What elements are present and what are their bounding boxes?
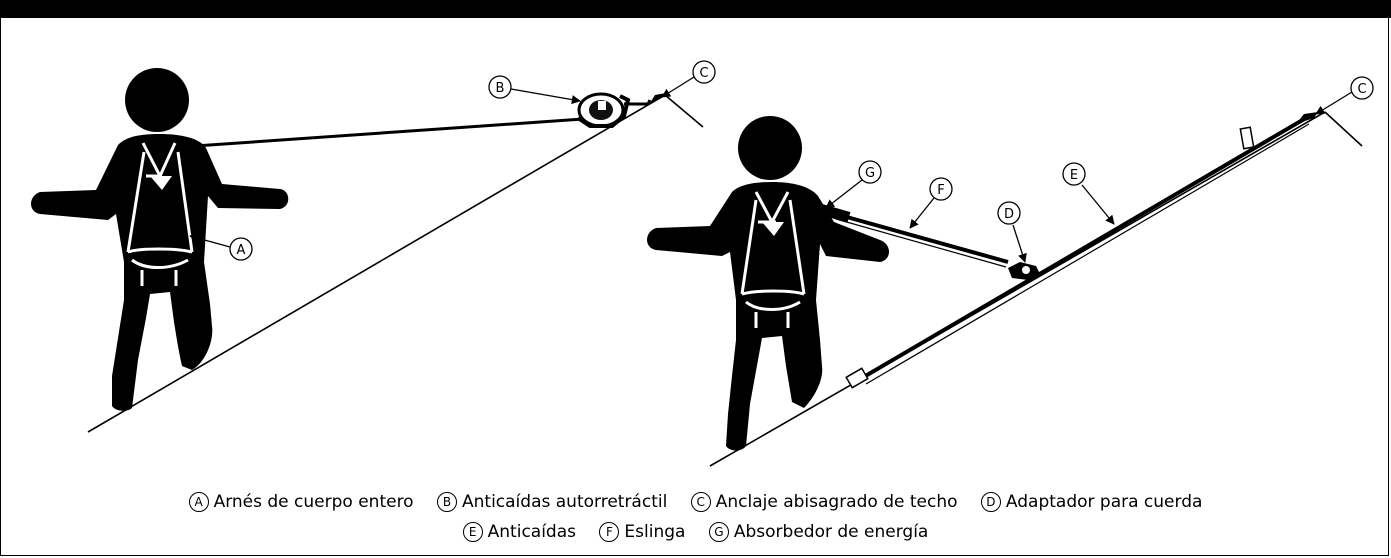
legend-label: Anticaídas autorretráctil: [462, 492, 668, 512]
callout-circle: [229, 237, 253, 261]
legend-marker: B: [437, 492, 457, 512]
lifeline-end-block: [845, 367, 869, 389]
roof-ridge-left: [664, 94, 704, 128]
callout-right-c: C: [1357, 82, 1366, 97]
legend-label: Anclaje abisagrado de techo: [715, 492, 958, 512]
lifeline-tensioner: [1239, 126, 1255, 150]
worker-right: [647, 116, 889, 451]
roof-ridge-right: [1324, 111, 1363, 147]
callout-circle: [858, 160, 882, 184]
callout-circle: [1350, 76, 1374, 100]
callout-right-f: F: [937, 183, 944, 198]
legend-marker: A: [188, 492, 209, 512]
harness-left-buckles: [150, 176, 172, 190]
worker-left: [31, 68, 289, 411]
legend-label: Absorbedor de energía: [733, 522, 929, 542]
worker-right-body: [647, 182, 889, 451]
roof-line-left: [87, 94, 666, 433]
roof-anchor-right: [1296, 112, 1318, 124]
worker-left-head: [125, 68, 189, 132]
legend-marker: G: [708, 522, 729, 542]
callout-right-g: G: [865, 166, 875, 181]
legend-label: Anticaídas: [487, 522, 577, 542]
callout-circle: [1062, 162, 1086, 186]
legend-marker: D: [980, 492, 1001, 512]
callouts: A B C C D E F G: [189, 60, 1374, 263]
callout-circle: [997, 201, 1021, 225]
vertical-lifeline: [860, 116, 1308, 380]
rope-adapter: [1008, 262, 1040, 280]
legend-marker: F: [599, 522, 620, 542]
harness-right-buckles: [762, 222, 784, 236]
callout-left-a: A: [237, 243, 246, 258]
legend-label: Arnés de cuerpo entero: [213, 492, 414, 512]
lanyard: [835, 212, 1009, 264]
callout-circle: [692, 60, 716, 84]
callout-right-e: E: [1070, 168, 1078, 183]
legend-marker: E: [462, 522, 483, 542]
worker-left-body: [31, 134, 289, 411]
legend-label: Adaptador para cuerda: [1005, 492, 1203, 512]
callout-left-c: C: [699, 66, 708, 81]
roof-anchor-left: [650, 93, 666, 103]
legend-label: Eslinga: [624, 522, 686, 542]
left-scene: [31, 68, 704, 433]
legend-marker: C: [690, 492, 711, 512]
worker-right-head: [738, 116, 802, 180]
header-bar: [0, 0, 1391, 18]
harness-right: [740, 191, 806, 328]
callout-circle: [929, 177, 953, 201]
callout-left-b: B: [496, 81, 505, 96]
diagram-canvas: A B C C D E F G: [31, 60, 1374, 467]
right-scene: [647, 111, 1363, 467]
srl-line: [194, 117, 584, 148]
callout-right-d: D: [1004, 207, 1014, 222]
callout-circle: [488, 75, 512, 99]
self-retracting-lifeline-device: [576, 92, 652, 128]
